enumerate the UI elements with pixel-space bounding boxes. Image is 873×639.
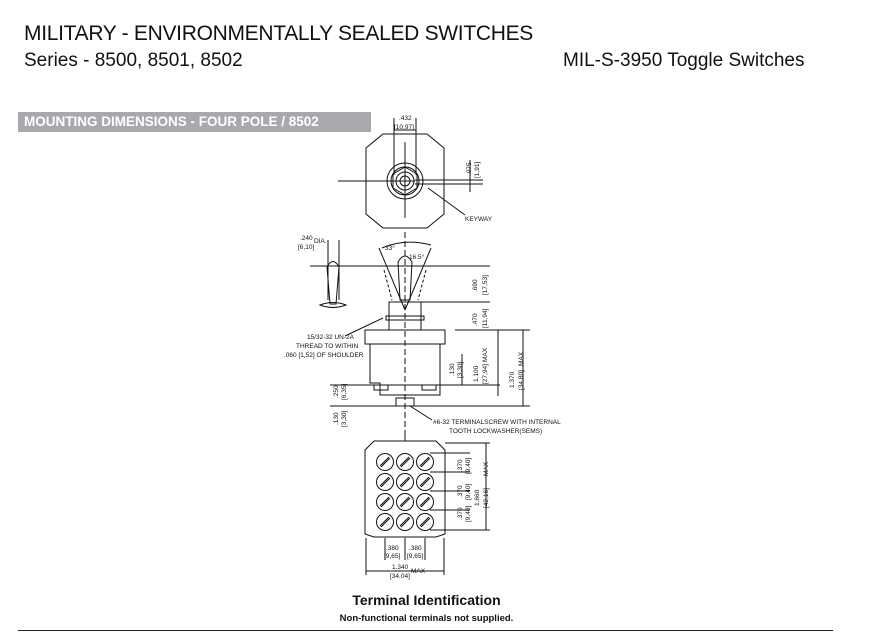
screw-slot [419, 476, 431, 488]
terminal-identification-caption: Terminal Identification [352, 592, 501, 608]
dim-text: .240 [300, 235, 313, 242]
dim-text: .130 [333, 412, 340, 425]
dim-text: [9,65] [384, 553, 400, 560]
dim-text: 1.370 [509, 371, 516, 388]
dim-text: [3,30] [457, 362, 464, 378]
dim-text: .690 [472, 279, 479, 292]
screw-note: #6-32 TERMINALSCREW WITH INTERNAL [433, 419, 561, 426]
dim-text: .432 [399, 115, 412, 122]
screw-slot [419, 496, 431, 508]
screw-note: TOOTH LOCKWASHER(SEMS) [449, 428, 542, 435]
document-title: MILITARY - ENVIRONMENTALLY SEALED SWITCH… [24, 22, 534, 45]
dim-text: [6,10] [298, 244, 314, 251]
dim-text: [34,80] [518, 370, 525, 390]
terminal-screw [376, 493, 394, 511]
screw-slot [399, 496, 411, 508]
dim-text: .470 [472, 313, 479, 326]
dim-text: [10,97] [394, 124, 414, 131]
dim-text: [11,94] [482, 308, 489, 328]
keyway-label: KEYWAY [465, 216, 493, 223]
terminal-screw [376, 513, 394, 531]
dim-text: .380 [386, 545, 399, 552]
series-subtitle: Series - 8500, 8501, 8502 [24, 50, 243, 71]
dim-text: [3,30] [341, 411, 348, 427]
screw-slot [399, 516, 411, 528]
dim-text: DIA. [314, 238, 327, 245]
dim-text: [17,53] [482, 275, 489, 295]
terminal-screw [416, 473, 434, 491]
dim-text: [27,94] [482, 364, 489, 384]
dim-text: 33° [385, 244, 395, 252]
dim-text: .380 [409, 545, 422, 552]
footer-note: Non-functional terminals not supplied. [339, 613, 514, 624]
dim-text: MAX [518, 351, 525, 366]
dim-text: .250 [333, 385, 340, 398]
dim-text: .370 [457, 507, 464, 520]
dim-text: [6,35] [341, 384, 348, 400]
screw-slot [379, 456, 391, 468]
dim-text: MAX [482, 347, 489, 362]
dim-text: .075 [466, 162, 473, 175]
screw-slot [419, 456, 431, 468]
dim-text: .370 [457, 485, 464, 498]
screw-slot [379, 516, 391, 528]
screw-slot [379, 496, 391, 508]
dim-text: MAX [411, 568, 426, 575]
top-view [338, 118, 483, 229]
dim-text: MAX [483, 461, 490, 476]
spec-subtitle: MIL-S-3950 Toggle Switches [563, 50, 805, 71]
thread-note: THREAD TO WITHIN [296, 343, 359, 350]
dim-text: [9,65] [407, 553, 423, 560]
dim-text: [42,16] [483, 488, 490, 508]
terminal-screw [416, 513, 434, 531]
terminal-screw [396, 493, 414, 511]
terminal-screw [416, 453, 434, 471]
dim-text: .130 [449, 363, 456, 376]
thread-note: .060 [1,52] OF SHOULDER [284, 352, 364, 359]
screw-slot [379, 476, 391, 488]
terminal-screw [396, 453, 414, 471]
screw-slot [419, 516, 431, 528]
divider [18, 630, 833, 631]
dim-text: [1,91] [474, 162, 481, 178]
dim-text: [34,04] [390, 573, 410, 580]
thread-note: 15/32-32 UN-2A [307, 334, 355, 341]
dim-text: 1.340 [392, 564, 409, 571]
dim-text: 16.5° [409, 253, 425, 261]
terminal-screw [396, 513, 414, 531]
terminal-screw [376, 473, 394, 491]
dim-text: 1.100 [473, 365, 480, 382]
dim-text: [9,40] [465, 484, 472, 500]
screw-slot [399, 456, 411, 468]
terminal-screw [396, 473, 414, 491]
terminal-screw [376, 453, 394, 471]
terminal-screw [416, 493, 434, 511]
dim-text: .370 [457, 459, 464, 472]
side-view [310, 232, 530, 440]
dim-text: [9,40] [465, 506, 472, 522]
bottom-view [364, 432, 490, 575]
screw-slot [399, 476, 411, 488]
section-heading: MOUNTING DIMENSIONS - FOUR POLE / 8502 [18, 112, 371, 132]
dim-text: 1.660 [474, 489, 481, 506]
dim-text: [9,40] [465, 458, 472, 474]
